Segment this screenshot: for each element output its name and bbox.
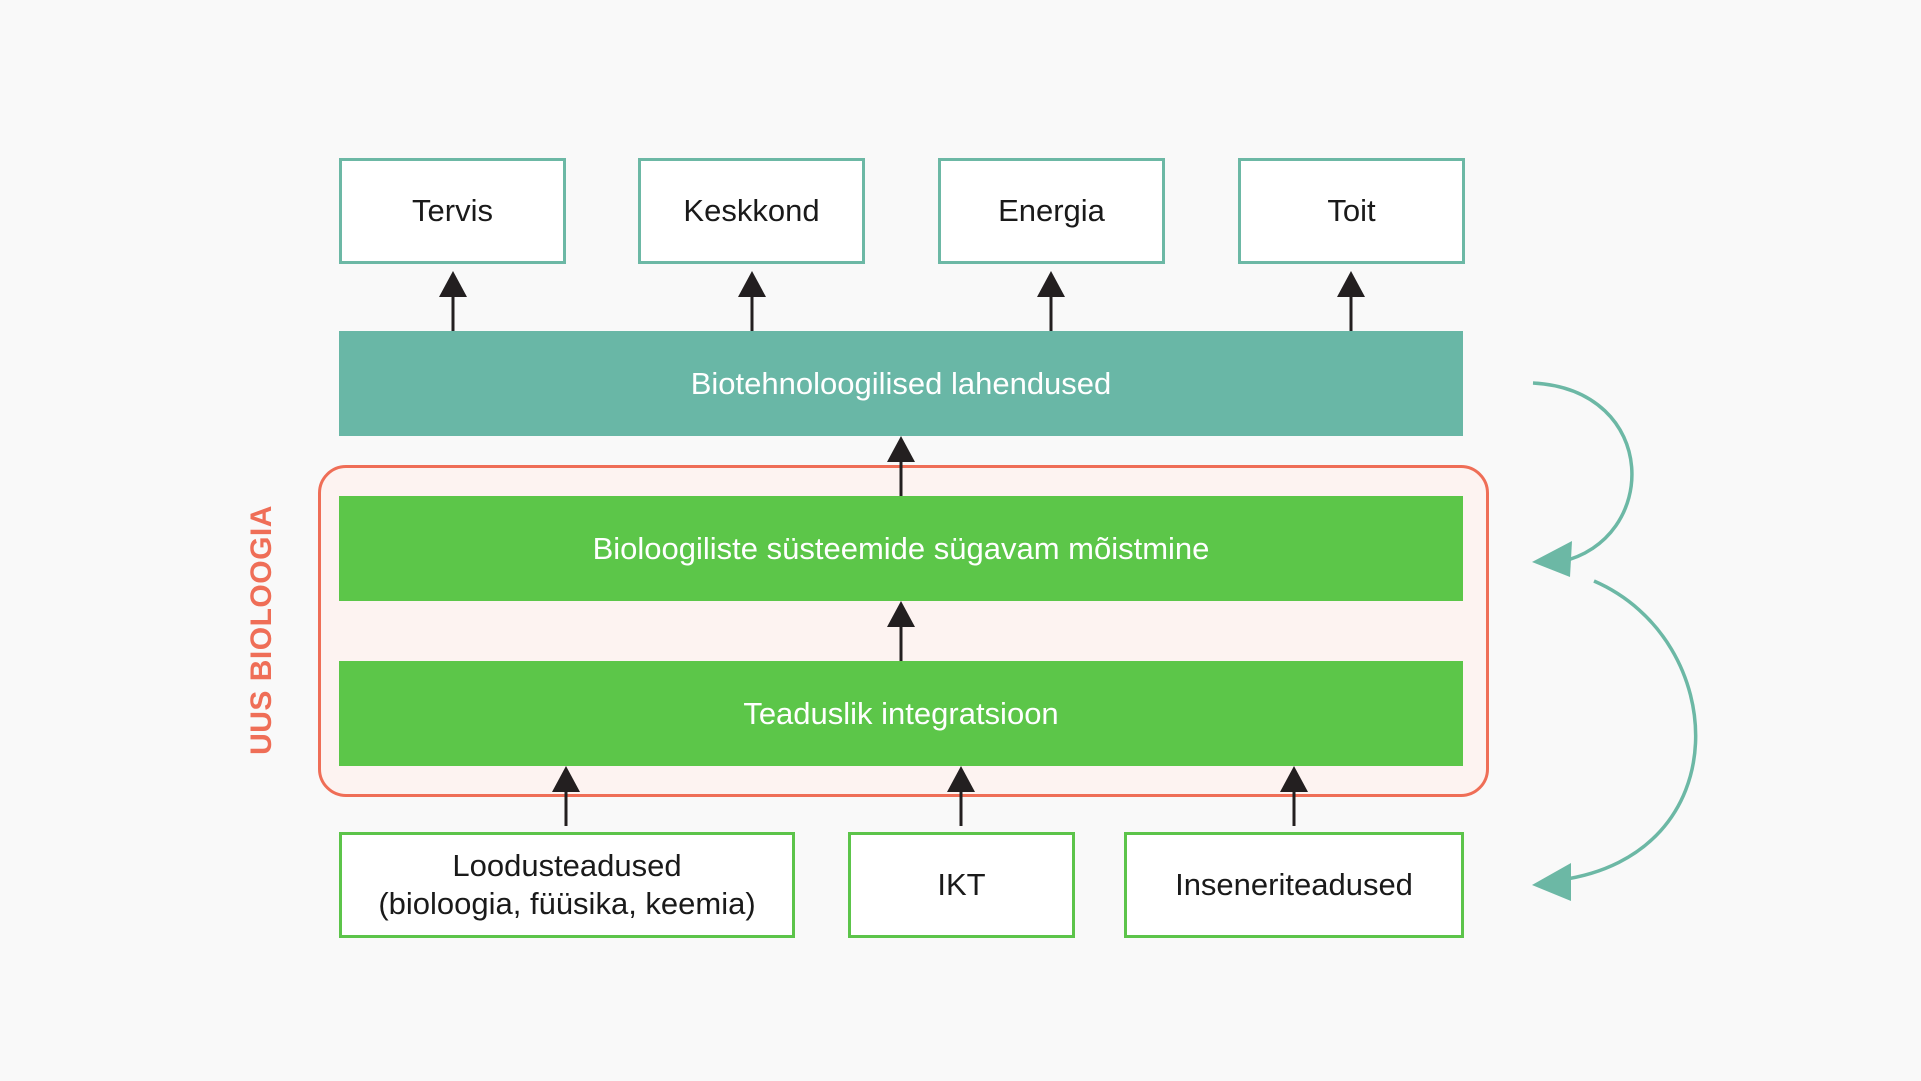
input-loodusteadused-subtitle: (bioloogia, füüsika, keemia) (378, 886, 756, 921)
arrow-to-understanding (887, 601, 915, 661)
outcome-toit: Toit (1238, 158, 1465, 264)
arrow-from-inseneriteadused (1280, 766, 1308, 826)
arrow-to-energia (1037, 271, 1065, 331)
cycle-arrow-upper-head (1532, 541, 1572, 577)
cycle-arrow-lower-head (1532, 863, 1571, 901)
cycle-arrow-upper (1532, 381, 1634, 564)
band-biotehnoloogilised-lahendused: Biotehnoloogilised lahendused (339, 331, 1463, 436)
outcome-keskkond: Keskkond (638, 158, 865, 264)
arrow-to-keskkond (738, 271, 766, 331)
band-sugavam-moistmine: Bioloogiliste süsteemide sügavam mõistmi… (339, 496, 1463, 601)
input-loodusteadused: Loodusteadused (bioloogia, füüsika, keem… (339, 832, 795, 938)
input-ikt: IKT (848, 832, 1075, 938)
band-teaduslik-integratsioon: Teaduslik integratsioon (339, 661, 1463, 766)
arrow-from-ikt (947, 766, 975, 826)
arrow-to-toit (1337, 271, 1365, 331)
outcome-energia: Energia (938, 158, 1165, 264)
input-inseneriteadused: Inseneriteadused (1124, 832, 1464, 938)
arrow-to-tervis (439, 271, 467, 331)
cycle-arrow-lower (1559, 579, 1698, 882)
arrow-to-solutions (887, 436, 915, 496)
arrow-from-loodusteadused (552, 766, 580, 826)
outcome-tervis: Tervis (339, 158, 566, 264)
input-loodusteadused-title: Loodusteadused (452, 848, 682, 883)
